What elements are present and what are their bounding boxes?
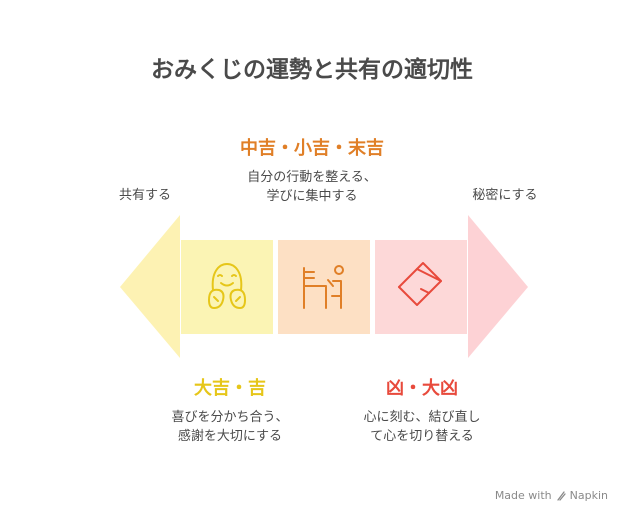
- right-arrow-shape: [468, 215, 528, 358]
- page-title: おみくじの運勢と共有の適切性: [151, 57, 473, 83]
- watermark-brand: Napkin: [569, 489, 608, 502]
- hugging-face-icon: [208, 263, 246, 309]
- spectrum-right-label: 秘密にする: [472, 188, 538, 203]
- category-heading-middle: 中吉・小吉・末吉: [240, 138, 384, 159]
- person-at-desk-icon: [303, 265, 344, 309]
- segment-box-left: [181, 240, 273, 334]
- category-description-right: 心に刻む、結び直し て心を切り替える: [363, 410, 481, 444]
- watermark-prefix: Made with: [494, 489, 552, 502]
- category-description-middle: 自分の行動を整える、 学びに集中する: [247, 170, 377, 204]
- left-arrow-shape: [120, 215, 180, 358]
- tied-paper-icon: [398, 262, 442, 306]
- segment-box-right: [375, 240, 467, 334]
- category-description-left: 喜びを分かち合う、 感謝を大切にする: [171, 410, 289, 444]
- spectrum-left-label: 共有する: [118, 188, 171, 203]
- category-heading-left: 大吉・吉: [194, 378, 266, 399]
- napkin-logo-icon: [556, 490, 566, 501]
- watermark: Made with Napkin: [495, 489, 608, 502]
- category-heading-right: 凶・大凶: [386, 378, 458, 399]
